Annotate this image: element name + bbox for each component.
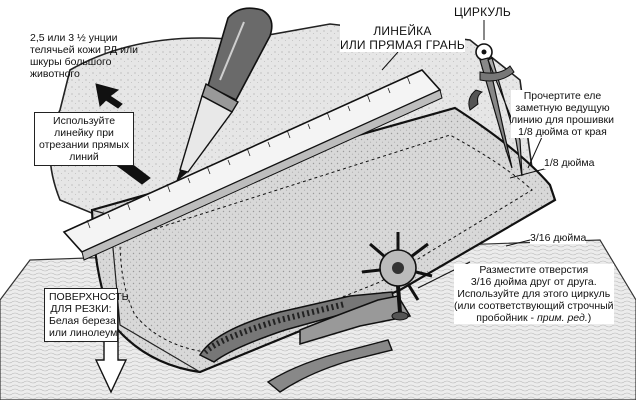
holes-text: пробойник - <box>476 312 537 324</box>
ruler-leader <box>381 51 399 71</box>
use-ruler-line: Используйте <box>53 115 116 127</box>
holes-text: 3/16 дюйма друг от друга. <box>470 276 597 288</box>
leather-edge <box>91 209 201 373</box>
holes-text: Разместите отверстия <box>479 264 589 276</box>
ruler-label-line: ИЛИ ПРЯМАЯ ГРАНЬ <box>340 38 465 52</box>
leather-arrow <box>95 83 123 109</box>
use-ruler-line: линейку при <box>54 127 114 139</box>
ruler <box>62 69 443 261</box>
leather-label-line: шкуры большого <box>30 56 112 68</box>
holes-text-end: ) <box>587 312 592 324</box>
compass <box>468 43 523 177</box>
surface-body: Белая береза <box>49 315 116 327</box>
sixteenth-dim-line <box>505 239 531 247</box>
surface-label: ПОВЕРХНОСТЬ ДЛЯ РЕЗКИ: Белая береза или … <box>44 288 129 342</box>
use-ruler-line: линий <box>69 151 99 163</box>
holes-label: Разместите отверстия 3/16 дюйма друг от … <box>454 264 614 324</box>
use-ruler-label: Используйте линейку при отрезании прямых… <box>34 112 135 166</box>
eighth-dim-line <box>509 167 549 179</box>
eighth-inch-label: 1/8 дюйма <box>544 157 595 169</box>
surface-title: ПОВЕРХНОСТЬ <box>49 291 129 303</box>
ruler-label: ЛИНЕЙКА ИЛИ ПРЯМАЯ ГРАНЬ <box>340 24 465 52</box>
leather-label-line: 2,5 или 3 ½ унции <box>30 32 118 44</box>
holes-text-last: пробойник - прим. ред.) <box>454 312 614 324</box>
score-line-text: Прочертите еле <box>523 90 602 102</box>
holes-text: (или соответствующий строчный <box>454 300 614 312</box>
score-line-text: линию для прошивки <box>511 114 614 126</box>
surface-title: ДЛЯ РЕЗКИ: <box>50 303 112 315</box>
score-line-text: заметную ведущую <box>515 102 610 114</box>
ruler-label-line: ЛИНЕЙКА <box>373 24 432 38</box>
surface-body: или линолеум <box>49 327 118 339</box>
use-ruler-line: отрезании прямых <box>39 139 130 151</box>
surface-arrow <box>94 309 128 394</box>
leather-label-line: телячьей кожи РД или <box>30 44 138 56</box>
knife <box>176 7 273 182</box>
three-sixteenth-label: 3/16 дюйма <box>530 232 587 244</box>
compass-label: ЦИРКУЛЬ <box>454 5 512 19</box>
score-line-text: 1/8 дюйма от края <box>518 126 607 138</box>
editor-note: прим. ред. <box>536 312 588 324</box>
leather-label-line: животного <box>30 68 80 80</box>
score-line-label: Прочертите еле заметную ведущую линию дл… <box>511 90 614 138</box>
leather-label: 2,5 или 3 ½ унции телячьей кожи РД или ш… <box>30 32 138 80</box>
hole-punch <box>198 232 433 393</box>
holes-text: Используйте для этого циркуль <box>457 288 611 300</box>
